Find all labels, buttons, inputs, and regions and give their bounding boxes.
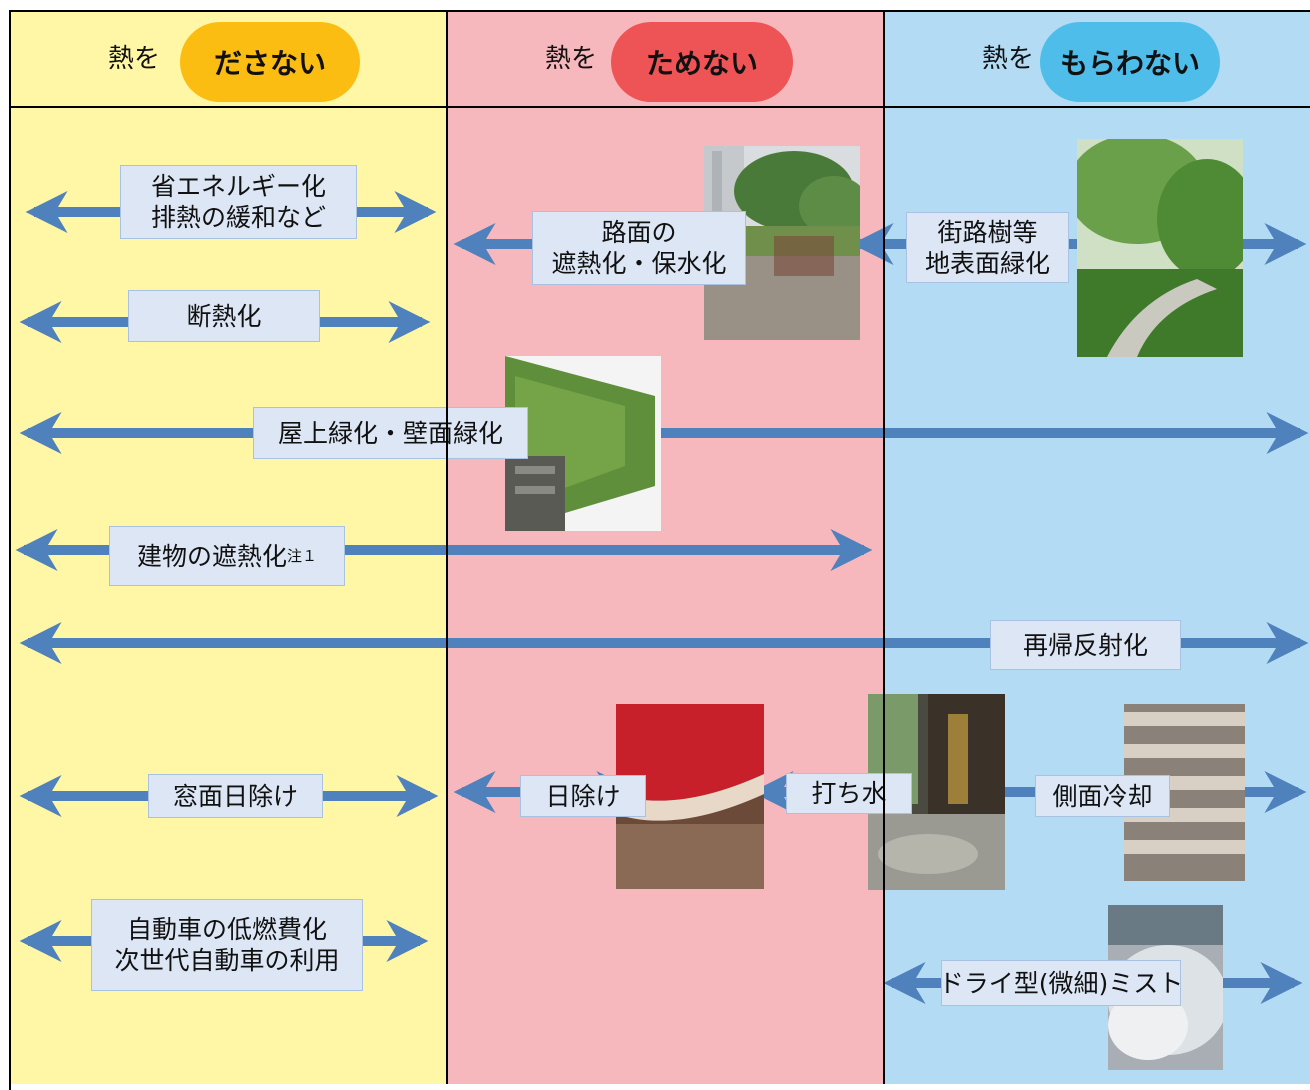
column-divider-1: [446, 11, 448, 1084]
note-marker: 注１: [287, 546, 318, 565]
label-building-shield: 建物の遮熱化注１: [109, 526, 345, 586]
label-dry-mist: ドライ型(微細)ミスト: [939, 960, 1183, 1006]
label-road-paving: 路面の 遮熱化・保水化: [532, 211, 746, 285]
label-side-cooling: 側面冷却: [1035, 775, 1170, 817]
label-shade: 日除け: [520, 775, 646, 817]
label-water-sprinkling: 打ち水: [786, 773, 912, 814]
label-energy-saving: 省エネルギー化 排熱の緩和など: [120, 165, 357, 239]
label-insulation: 断熱化: [128, 290, 320, 342]
header-divider: [10, 106, 1310, 108]
column-divider-2: [883, 11, 885, 1084]
header-prefix-2: 熱を: [545, 44, 598, 74]
label-vehicles: 自動車の低燃費化 次世代自動車の利用: [91, 899, 363, 991]
label-window-shade: 窓面日除け: [148, 774, 323, 818]
label-street-trees: 街路樹等 地表面緑化: [906, 212, 1069, 283]
street-trees-photo: [1077, 139, 1243, 357]
label-rooftop-wall: 屋上緑化・壁面緑化: [253, 407, 528, 459]
green-wall-photo: [505, 356, 661, 531]
header-prefix-3: 熱を: [982, 44, 1035, 74]
header-pill-dasanai: ださない: [180, 22, 360, 102]
plaza-photo: [704, 146, 860, 340]
label-building-shield-text: 建物の遮熱化: [136, 541, 287, 571]
label-retroreflective: 再帰反射化: [990, 620, 1181, 670]
header-prefix-1: 熱を: [108, 44, 161, 74]
header-pill-morawanai: もらわない: [1040, 22, 1220, 102]
header-pill-tamenai: ためない: [611, 22, 793, 102]
